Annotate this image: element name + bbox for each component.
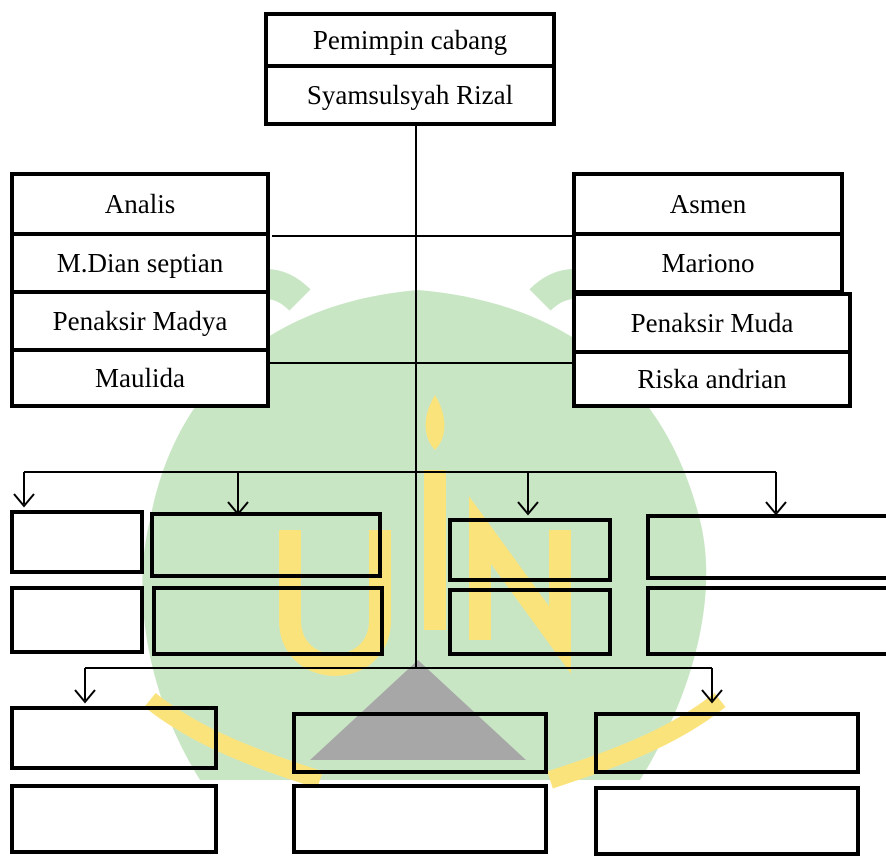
penaksir-muda-title-box: Penaksir Muda bbox=[572, 292, 852, 354]
asmen-name-box: Mariono bbox=[572, 232, 844, 294]
empty-box bbox=[10, 706, 218, 770]
empty-box bbox=[594, 786, 860, 856]
analis-title-box: Analis bbox=[10, 172, 270, 236]
watermark-roof bbox=[310, 660, 526, 760]
head-title-box: Pemimpin cabang bbox=[264, 12, 556, 68]
watermark-u-letter bbox=[279, 530, 391, 676]
empty-box bbox=[646, 586, 886, 656]
head-name-box: Syamsulsyah Rizal bbox=[264, 64, 556, 126]
empty-box bbox=[10, 510, 144, 574]
empty-box bbox=[448, 518, 612, 582]
penaksir-madya-name-box: Maulida bbox=[10, 348, 270, 408]
empty-box bbox=[150, 512, 382, 578]
empty-box bbox=[10, 586, 144, 654]
empty-box bbox=[152, 586, 384, 656]
empty-box bbox=[448, 588, 612, 656]
penaksir-madya-title-box: Penaksir Madya bbox=[10, 290, 270, 352]
analis-name-box: M.Dian septian bbox=[10, 232, 270, 294]
watermark-n-letter bbox=[469, 496, 571, 674]
asmen-title-box: Asmen bbox=[572, 172, 844, 236]
watermark-i-flame bbox=[425, 395, 445, 450]
penaksir-muda-name-box: Riska andrian bbox=[572, 350, 852, 408]
empty-box bbox=[292, 784, 548, 854]
empty-box bbox=[292, 712, 548, 774]
empty-box bbox=[646, 514, 886, 580]
empty-box bbox=[594, 712, 860, 774]
empty-box bbox=[10, 784, 218, 854]
watermark-i-letter bbox=[424, 470, 446, 630]
